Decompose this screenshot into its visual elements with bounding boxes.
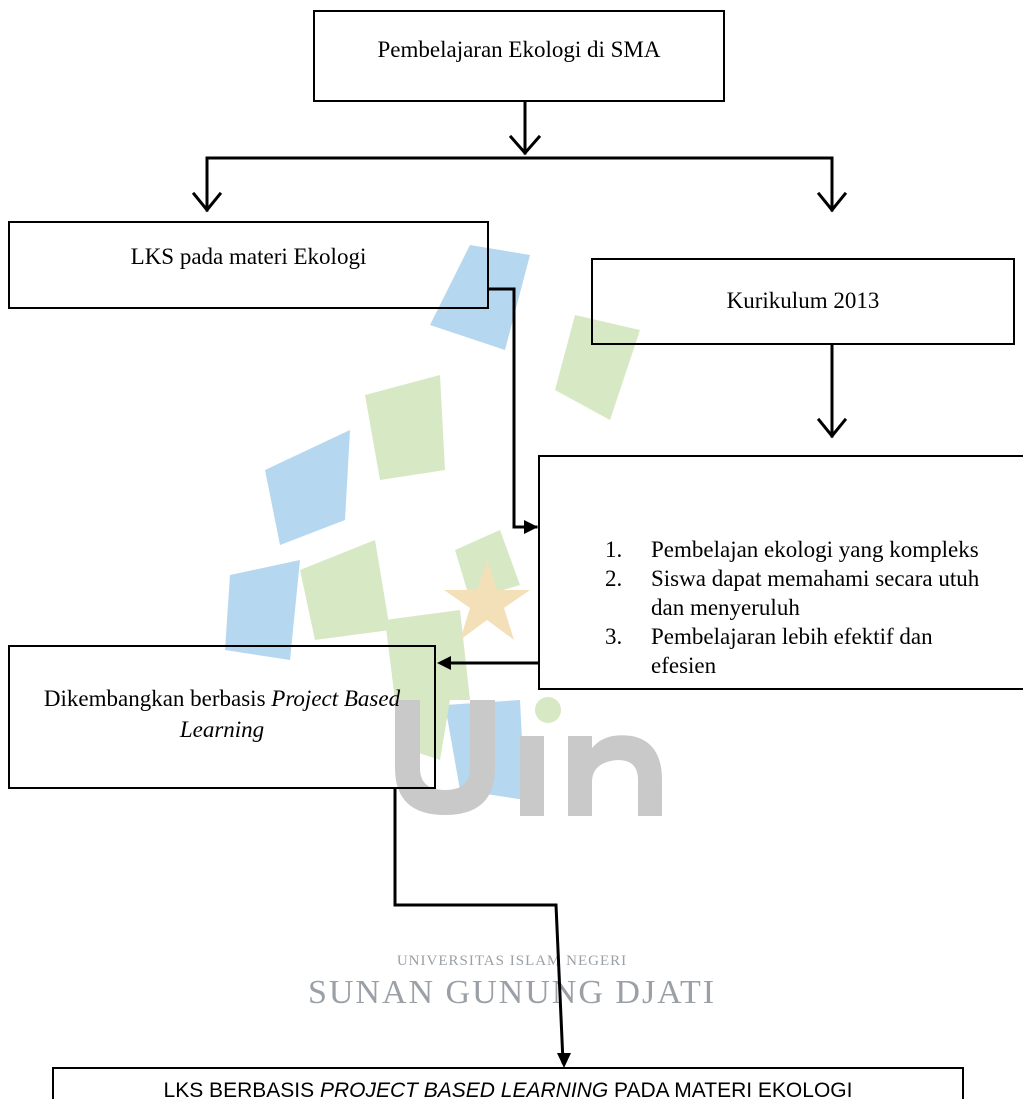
watermark-logo [225, 245, 662, 816]
develop-label: Dikembangkan berbasis Project Based Lear… [10, 683, 434, 745]
list-arrowhead [524, 520, 538, 534]
develop-label-italic: Project Based Learning [179, 686, 401, 742]
result-label-part1: LKS BERBASIS [163, 1079, 320, 1099]
pjbl-arrowhead [437, 656, 451, 670]
list-item: 3. Pembelajaran lebih efektif dan efesie… [605, 622, 995, 680]
lks-to-list-connector [487, 287, 538, 529]
kurikulum-label: Kurikulum 2013 [726, 288, 880, 313]
list-item-number: 2. [605, 566, 623, 591]
list-item-number: 3. [605, 624, 623, 649]
result-box: LKS BERBASIS PROJECT BASED LEARNING PADA… [52, 1067, 964, 1099]
left-branch-arrowhead [191, 191, 223, 213]
list-item-number: 1. [605, 537, 623, 562]
kurikulum-box: Kurikulum 2013 [591, 258, 1015, 345]
list-item-text: Pembelajaran lebih efektif dan efesien [651, 624, 933, 678]
develop-box: Dikembangkan berbasis Project Based Lear… [8, 645, 436, 789]
pjbl-to-result-connector [393, 787, 565, 1064]
points-box: 1. Pembelajan ekologi yang kompleks 2. S… [538, 455, 1023, 690]
right-branch-arrowhead [816, 191, 848, 213]
lks-label: LKS pada materi Ekologi [130, 244, 367, 269]
points-list: 1. Pembelajan ekologi yang kompleks 2. S… [605, 535, 995, 680]
kurikulum-down-arrowhead [816, 417, 848, 439]
list-item: 1. Pembelajan ekologi yang kompleks [605, 535, 995, 564]
result-arrowhead [557, 1053, 571, 1068]
list-item-text: Siswa dapat memahami secara utuh dan men… [651, 566, 980, 620]
watermark-line2: SUNAN GUNUNG DJATI [308, 974, 716, 1011]
list-item: 2. Siswa dapat memahami secara utuh dan … [605, 564, 995, 622]
result-label: LKS BERBASIS PROJECT BASED LEARNING PADA… [54, 1078, 962, 1099]
root-box: Pembelajaran Ekologi di SMA [313, 10, 725, 102]
result-label-part2: PADA MATERI EKOLOGI [608, 1079, 853, 1099]
watermark-line1: UNIVERSITAS ISLAM NEGERI [397, 953, 627, 969]
develop-label-plain: Dikembangkan berbasis [43, 686, 272, 711]
root-down-arrowhead [508, 134, 542, 156]
root-label: Pembelajaran Ekologi di SMA [377, 37, 661, 62]
list-item-text: Pembelajan ekologi yang kompleks [651, 537, 979, 562]
lks-box: LKS pada materi Ekologi [8, 221, 489, 309]
result-label-italic: PROJECT BASED LEARNING [319, 1079, 609, 1099]
